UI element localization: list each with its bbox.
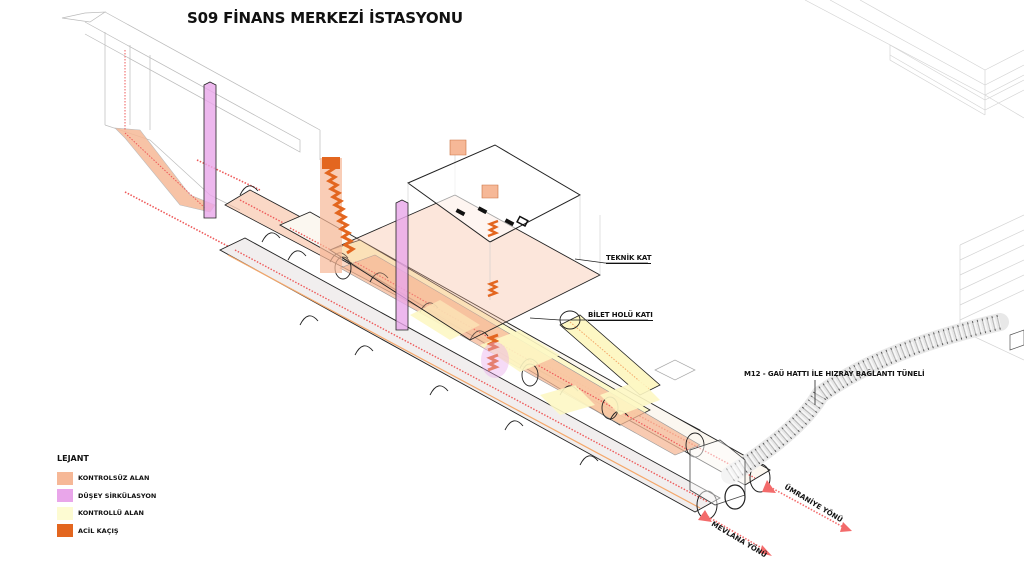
- mevlana-direction-arrow: [698, 510, 772, 556]
- umraniye-direction-arrow: [762, 480, 852, 532]
- legend-swatch: [57, 471, 73, 485]
- legend-label: ACİL KAÇIŞ: [78, 526, 119, 535]
- inclined-tunnel: [559, 314, 661, 396]
- route-line: [569, 321, 651, 391]
- legend-swatch: [57, 489, 73, 502]
- legend-item-emergency: ACİL KAÇIŞ: [57, 524, 156, 538]
- ventilation-shaft: [654, 359, 696, 381]
- legend-item-uncontrolled: KONTROLSÜZ ALAN: [57, 471, 156, 485]
- legend-item-vertical-circulation: DÜŞEY SİRKÜLASYON: [57, 489, 156, 503]
- technical-floor-level: [406, 139, 582, 300]
- legend: LEJANT KONTROLSÜZ ALAN DÜŞEY SİRKÜLASYON…: [57, 454, 156, 541]
- station-end-box: [689, 439, 746, 510]
- elevator-shaft-center: [395, 199, 409, 331]
- legend-swatch: [57, 506, 73, 520]
- page-title: S09 FİNANS MERKEZİ İSTASYONU: [187, 9, 463, 27]
- ticket-hall-label: BİLET HOLÜ KATI: [588, 311, 653, 321]
- elevator-shaft-left: [203, 81, 217, 219]
- route-line: [124, 132, 206, 209]
- legend-item-controlled: KONTROLLÜ ALAN: [57, 506, 156, 520]
- legend-label: DÜŞEY SİRKÜLASYON: [78, 491, 157, 500]
- emergency-stair-tower: [320, 157, 509, 378]
- legend-label: KONTROLLÜ ALAN: [78, 509, 144, 517]
- entrance-structure: [61, 11, 321, 211]
- legend-title: LEJANT: [57, 454, 89, 463]
- legend-label: KONTROLSÜZ ALAN: [78, 474, 150, 482]
- legend-swatch: [57, 524, 73, 537]
- context-building-top-right: [804, 0, 1024, 119]
- controlled-areas: [410, 300, 660, 415]
- technical-floor-label: TEKNİK KAT: [606, 254, 652, 264]
- context-building-right: [959, 214, 1024, 361]
- connection-tunnel: [721, 313, 1009, 484]
- connection-tunnel-label: M12 - GAÜ HATTI İLE HIZRAY BAĞLANTI TÜNE…: [744, 370, 925, 378]
